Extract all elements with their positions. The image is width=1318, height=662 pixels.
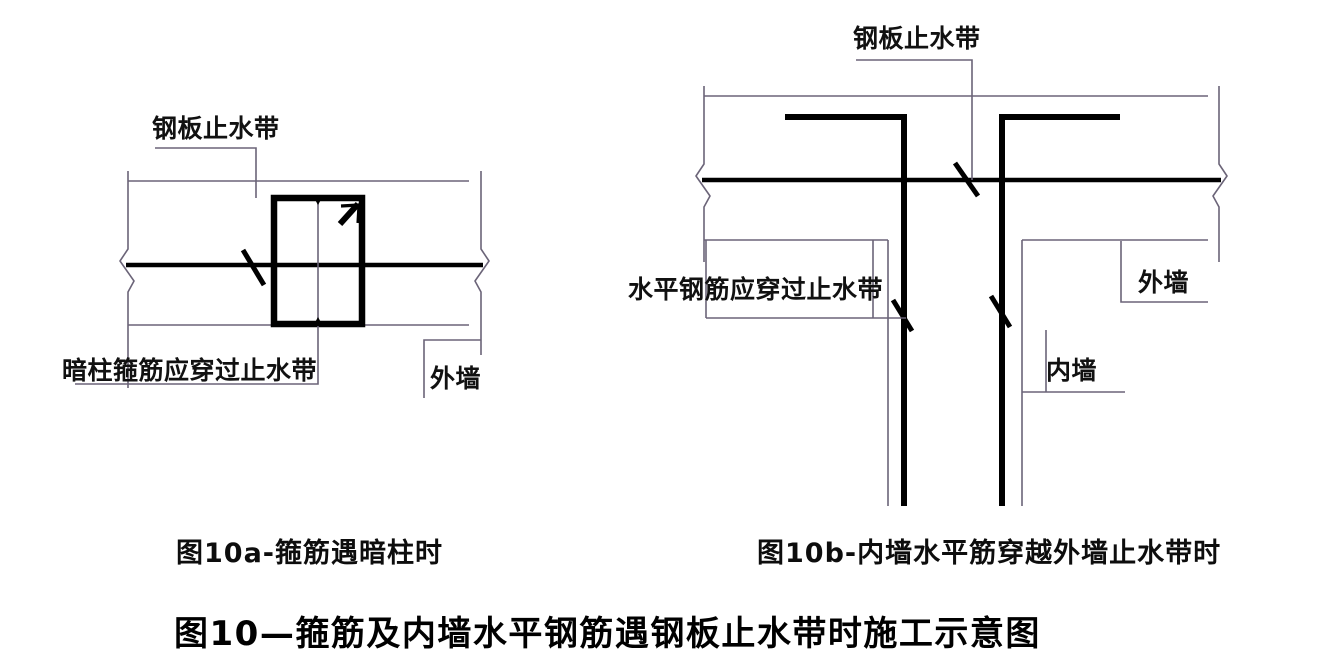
leader-waterstop-b <box>856 59 973 180</box>
label-waterstop-b: 钢板止水带 <box>853 24 981 53</box>
break-symbol-left-b <box>695 86 711 262</box>
leader-stirrup-note-a <box>75 326 319 385</box>
waterstop-tick-b <box>952 161 981 198</box>
rebar-tick-right-b <box>988 294 1013 329</box>
leader-waterstop-a <box>155 147 257 198</box>
stirrup-hook-corner-a <box>340 203 361 224</box>
label-stirrup-note-a: 暗柱箍筋应穿过止水带 <box>62 356 318 385</box>
caption-panel-10a: 图10a-箍筋遇暗柱时 <box>176 538 443 569</box>
label-outer-wall-a: 外墙 <box>430 364 482 393</box>
break-symbol-left-a <box>119 171 135 388</box>
label-inner-wall-b: 内墙 <box>1046 356 1098 385</box>
rebar-tick-left-b <box>890 298 915 333</box>
stirrup-arrow-top-a <box>313 196 323 205</box>
stirrup-arrow-bottom-a <box>313 317 323 326</box>
caption-panel-10b: 图10b-内墙水平筋穿越外墙止水带时 <box>757 538 1222 569</box>
leader-outer-wall-b <box>1120 241 1208 303</box>
rebar-right-b <box>999 114 1120 506</box>
panel-10a-drawing <box>75 147 490 398</box>
rebar-left-b <box>785 114 907 506</box>
figure-title: 图10—箍筋及内墙水平钢筋遇钢板止水带时施工示意图 <box>174 614 1041 654</box>
label-outer-wall-b: 外墙 <box>1138 268 1190 297</box>
leader-outer-wall-a <box>423 339 481 398</box>
panel-10b-drawing <box>695 59 1228 506</box>
waterstop-tick-a <box>240 248 267 287</box>
stirrup-hook-a <box>337 201 361 227</box>
label-horizontal-rebar-note-b: 水平钢筋应穿过止水带 <box>628 275 884 304</box>
label-waterstop-a: 钢板止水带 <box>152 114 280 143</box>
break-symbol-right-a <box>474 171 490 355</box>
break-symbol-right-b <box>1212 86 1228 262</box>
